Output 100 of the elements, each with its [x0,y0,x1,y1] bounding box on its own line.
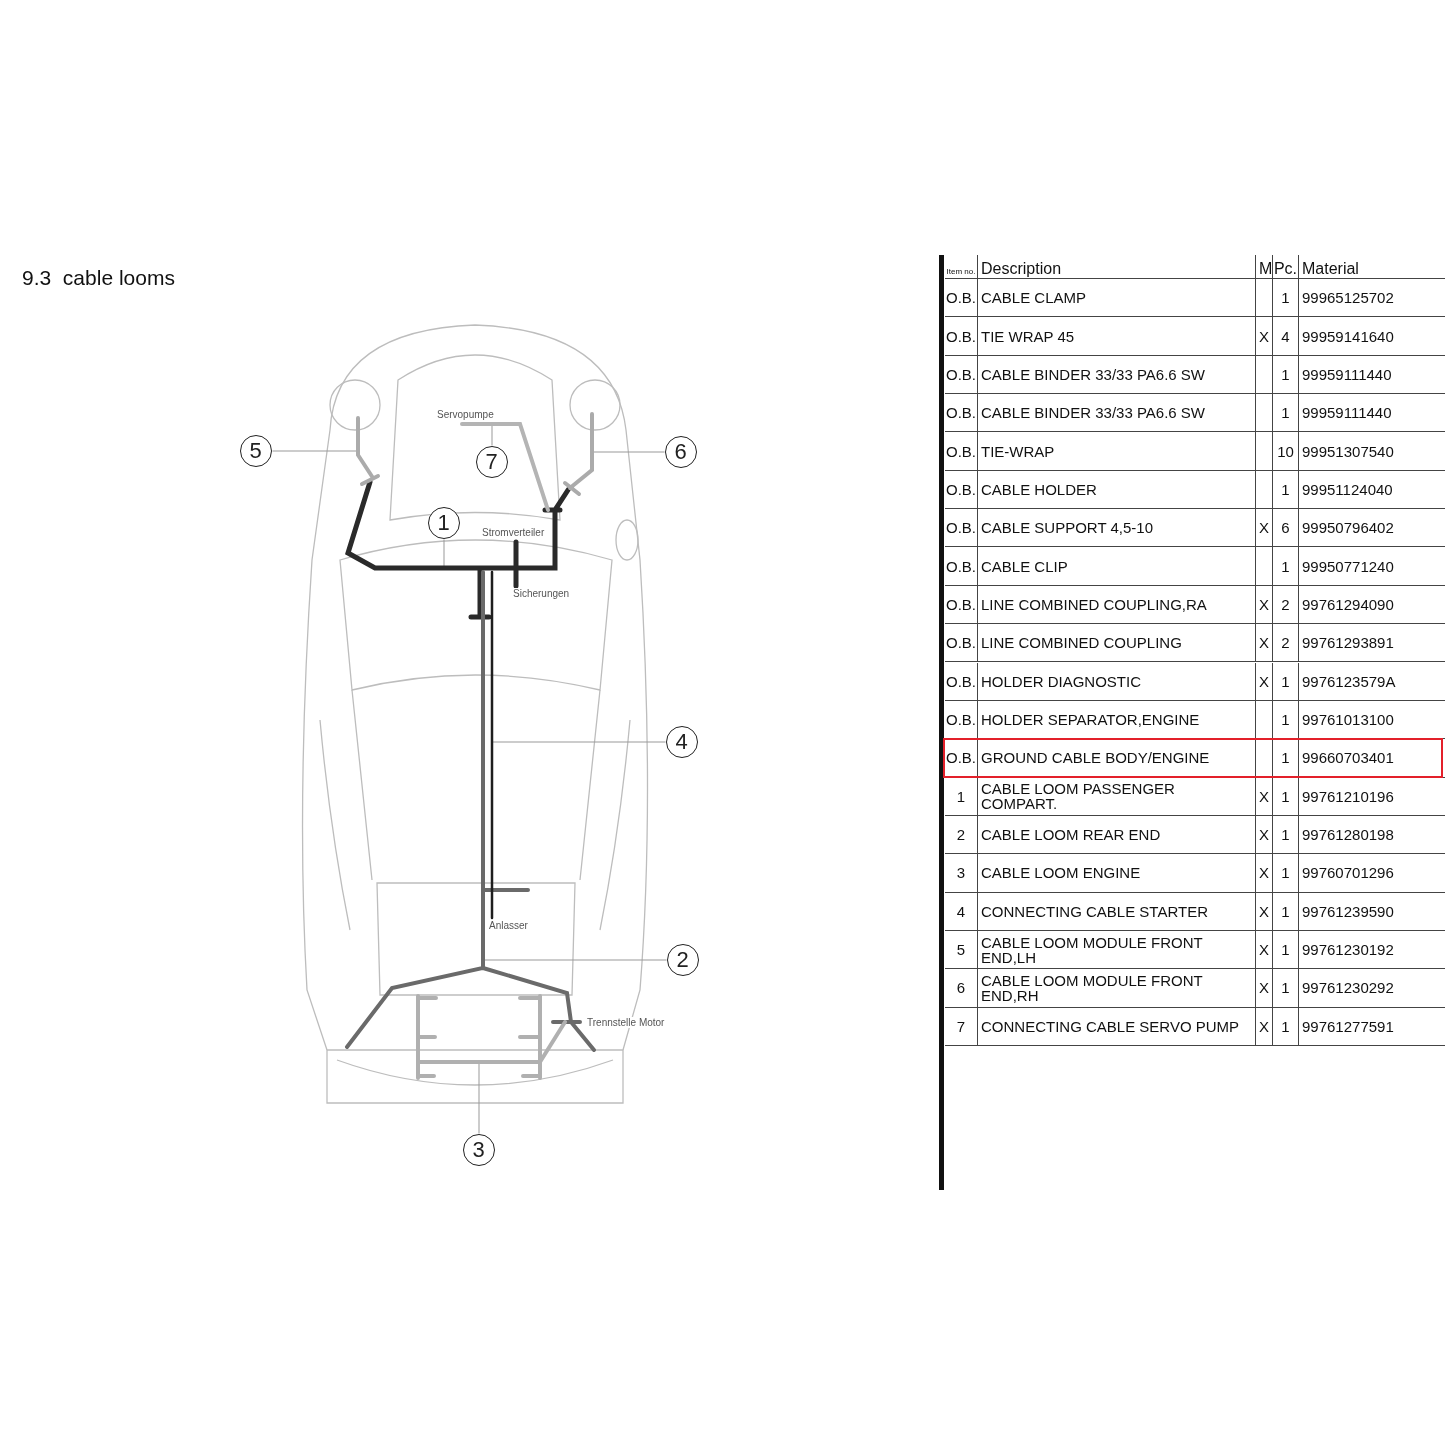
column-header: M [1255,255,1272,279]
table-cell: 5 [945,930,977,970]
table-cell: TIE WRAP 45 [977,317,1255,356]
callout-number: 6 [664,435,697,468]
callout-number: 2 [666,943,699,976]
table-cell: 99761230292 [1298,969,1445,1008]
table-cell: X [1255,624,1272,663]
table-cell: 99950771240 [1298,547,1445,586]
table-cell: O.B. [945,279,977,318]
cable-loom [345,479,571,620]
table-cell: O.B. [945,662,977,701]
table-cell: 1 [1272,470,1298,510]
table-cell: 99761239590 [1298,892,1445,931]
leader-line [482,959,667,961]
table-cell: 99660703401 [1298,739,1445,778]
part-label: Sicherungen [513,588,570,599]
leader-line [443,539,445,569]
table-cell: CABLE CLIP [977,547,1255,586]
cable-loom [460,422,550,512]
table-cell: 99760701296 [1298,854,1445,893]
table-cell: X [1255,969,1272,1008]
table-cell: X [1255,777,1272,816]
table-cell: O.B. [945,585,977,625]
table-cell: 6 [1272,509,1298,548]
table-cell: HOLDER DIAGNOSTIC [977,662,1255,701]
table-cell: 10 [1272,432,1298,471]
table-cell: CABLE CLAMP [977,279,1255,318]
table-cell: 1 [1272,930,1298,970]
table-cell: X [1255,930,1272,970]
table-cell: LINE COMBINED COUPLING [977,624,1255,663]
leader-line [491,423,493,446]
table-cell: 1 [1272,777,1298,816]
table-cell: X [1255,509,1272,548]
table-cell: X [1255,892,1272,931]
table-cell: 2 [1272,585,1298,625]
table-cell: 2 [1272,624,1298,663]
table-cell: CABLE LOOM REAR END [977,815,1255,855]
part-label: Trennstelle Motor [587,1017,665,1028]
callout-number: 4 [665,725,698,758]
table-cell: CABLE SUPPORT 4,5-10 [977,509,1255,548]
table-cell: 1 [1272,355,1298,395]
column-header: Pc. [1272,255,1298,279]
table-cell: 1 [1272,969,1298,1008]
cable-loom [356,416,380,486]
column-header: Item no. [945,255,977,279]
table-cell: CABLE HOLDER [977,470,1255,510]
table-cell: 99951124040 [1298,470,1445,510]
table-cell: 99761013100 [1298,700,1445,740]
table-cell: TIE-WRAP [977,432,1255,471]
column-header: Description [977,255,1255,279]
table-cell: GROUND CABLE BODY/ENGINE [977,739,1255,778]
table-cell: 99950796402 [1298,509,1445,548]
table-cell: 99761210196 [1298,777,1445,816]
table-cell: O.B. [945,547,977,586]
table-cell: O.B. [945,432,977,471]
table-cell: X [1255,815,1272,855]
table-cell: O.B. [945,317,977,356]
table-cell: X [1255,662,1272,701]
table-cell: 99761293891 [1298,624,1445,663]
leader-line [591,451,665,453]
table-cell: O.B. [945,355,977,395]
table-cell: 99761280198 [1298,815,1445,855]
table-cell: O.B. [945,394,977,433]
table-cell: CABLE LOOM MODULE FRONT END,RH [977,969,1255,1008]
table-cell: 7 [945,1007,977,1046]
table-cell: 1 [1272,854,1298,893]
table-cell: X [1255,317,1272,356]
table-cell: LINE COMBINED COUPLING,RA [977,585,1255,625]
table-cell: 1 [1272,662,1298,701]
table-cell: 4 [1272,317,1298,356]
part-label: Stromverteiler [482,527,545,538]
table-cell: 4 [945,892,977,931]
table-cell: 3 [945,854,977,893]
table-cell: CABLE LOOM MODULE FRONT END,LH [977,930,1255,970]
table-cell: 1 [1272,739,1298,778]
table-cell: HOLDER SEPARATOR,ENGINE [977,700,1255,740]
table-cell: 1 [1272,892,1298,931]
table-cell: 1 [1272,547,1298,586]
table-cell: 99761294090 [1298,585,1445,625]
table-cell: 1 [1272,394,1298,433]
table-cell: 1 [945,777,977,816]
table-cell: 99761230192 [1298,930,1445,970]
table-cell: 1 [1272,700,1298,740]
cable-loom [563,412,594,496]
table-cell: 1 [1272,1007,1298,1046]
callout-number: 3 [462,1133,495,1166]
table-cell: O.B. [945,700,977,740]
table-cell: X [1255,854,1272,893]
table-cell: O.B. [945,624,977,663]
part-label: Servopumpe [437,409,494,420]
table-cell: CABLE BINDER 33/33 PA6.6 SW [977,355,1255,395]
table-cell: 6 [945,969,977,1008]
table-cell: CABLE BINDER 33/33 PA6.6 SW [977,394,1255,433]
table-cell: 99761277591 [1298,1007,1445,1046]
table-cell: X [1255,1007,1272,1046]
table-cell: 99959111440 [1298,394,1445,433]
leader-line [272,450,359,452]
callout-number: 5 [239,434,272,467]
table-cell: CABLE LOOM PASSENGER COMPART. [977,777,1255,816]
table-cell: 2 [945,815,977,855]
